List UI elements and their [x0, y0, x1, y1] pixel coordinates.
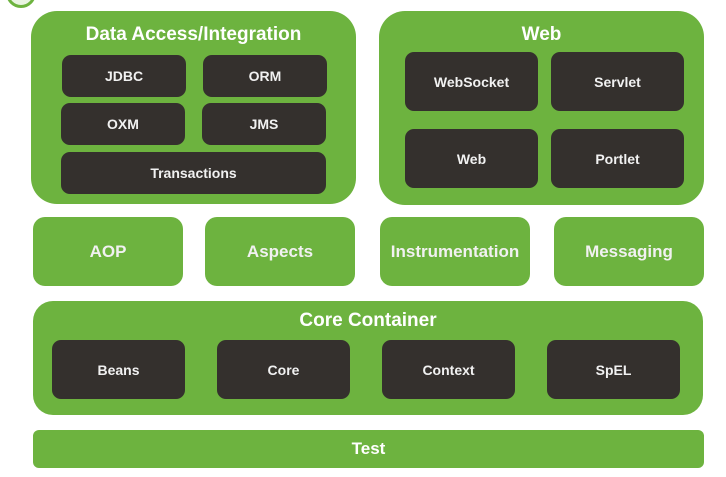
oxm-component: OXM [61, 103, 185, 145]
web-component: Web [405, 129, 538, 188]
servlet-component: Servlet [551, 52, 684, 111]
spring-logo-icon [6, 0, 36, 8]
data-access-title: Data Access/Integration [85, 24, 302, 45]
spel-component: SpEL [547, 340, 680, 399]
websocket-component: WebSocket [405, 52, 538, 111]
test-module: Test [33, 430, 704, 468]
jms-component: JMS [202, 103, 326, 145]
aspects-module: Aspects [205, 217, 355, 286]
aop-module: AOP [33, 217, 183, 286]
jdbc-component: JDBC [62, 55, 186, 97]
core-component: Core [217, 340, 350, 399]
core-container-title: Core Container [299, 310, 437, 331]
portlet-component: Portlet [551, 129, 684, 188]
beans-component: Beans [52, 340, 185, 399]
transactions-component: Transactions [61, 152, 326, 194]
messaging-module: Messaging [554, 217, 704, 286]
instrumentation-module: Instrumentation [380, 217, 530, 286]
context-component: Context [382, 340, 515, 399]
orm-component: ORM [203, 55, 327, 97]
web-title: Web [521, 24, 562, 45]
